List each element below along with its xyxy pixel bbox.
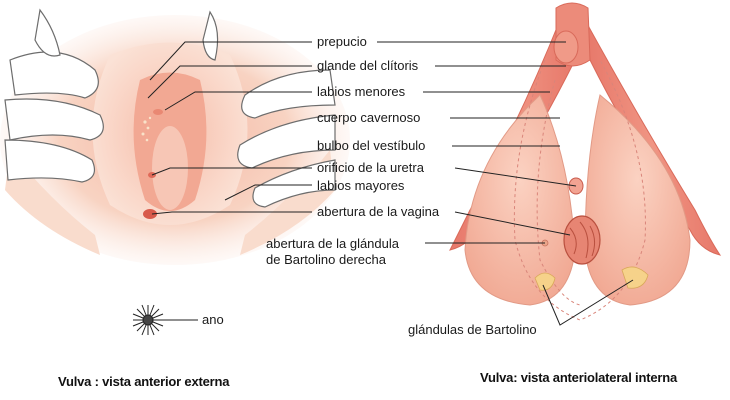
internal-view	[449, 2, 722, 321]
left-vestibular-bulb	[464, 94, 576, 306]
anus-shape	[132, 304, 164, 336]
label-glande-clitoris: glande del clítoris	[317, 58, 419, 73]
left-hand-fingers	[4, 8, 104, 183]
label-bulbo-vestibulo: bulbo del vestíbulo	[317, 138, 426, 153]
glans-shape	[153, 109, 163, 115]
label-glandulas-bartolino: glándulas de Bartolino	[408, 322, 537, 337]
label-abertura-glandula-line1: abertura de la glándula	[266, 236, 399, 251]
label-labios-mayores: labios mayores	[317, 178, 405, 193]
right-vestibular-bulb	[584, 94, 691, 306]
label-abertura-vagina: abertura de la vagina	[317, 204, 440, 219]
label-orificio-uretra: orificio de la uretra	[317, 160, 424, 175]
label-abertura-glandula-line2: de Bartolino derecha	[266, 252, 386, 267]
label-prepucio: prepucio	[317, 34, 367, 49]
label-cuerpo-cavernoso: cuerpo cavernoso	[317, 110, 421, 125]
left-bartholin-gland	[534, 272, 556, 291]
vagina-opening-shape	[143, 209, 157, 219]
label-ano: ano	[202, 312, 224, 327]
right-hand-fingers	[202, 10, 336, 208]
external-view	[0, 8, 350, 336]
leader-lines	[147, 41, 634, 326]
caption-left: Vulva : vista anterior externa	[58, 374, 230, 389]
clitoral-glans	[553, 30, 579, 64]
caption-right: Vulva: vista anteriolateral interna	[480, 370, 677, 385]
label-labios-menores: labios menores	[317, 84, 406, 99]
labia-outline-dashed	[513, 59, 646, 321]
